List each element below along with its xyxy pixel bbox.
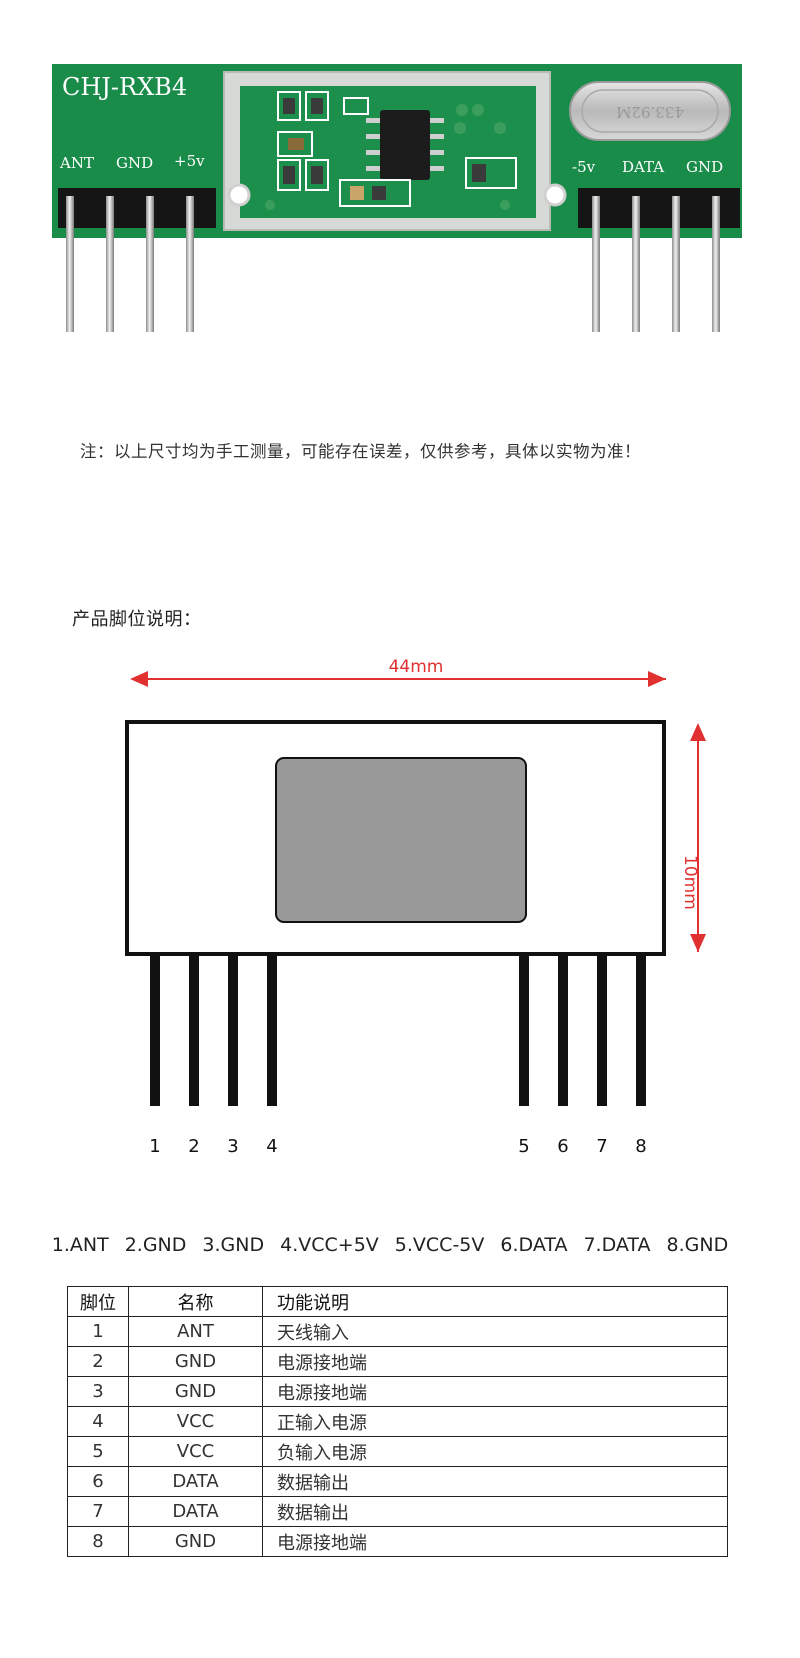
- pin-number-7: 7: [596, 1136, 608, 1157]
- right-pin-label-3: GND: [686, 158, 723, 176]
- pin-function-table: 脚位 名称 功能说明 1 ANT 天线输入 2 GND 电源接地端 3 GND …: [67, 1286, 728, 1557]
- pin-number-1: 1: [149, 1136, 161, 1157]
- table-row: 7 DATA 数据输出: [67, 1496, 728, 1527]
- pin-number-4: 4: [266, 1136, 278, 1157]
- pin-summary-item: 6.DATA: [500, 1234, 568, 1256]
- pin-summary-item: 8.GND: [666, 1234, 729, 1256]
- pcb-module-illustration: 433.92M CHJ-RXB4 ANT GND +5v -5v DATA GN…: [52, 64, 742, 332]
- cell-function: 电源接地端: [262, 1526, 728, 1557]
- pin-number-2: 2: [188, 1136, 200, 1157]
- cell-pin: 3: [67, 1376, 129, 1407]
- cell-name: GND: [128, 1526, 263, 1557]
- left-pin-label-1: ANT: [59, 154, 94, 172]
- header-pin: 脚位: [67, 1286, 129, 1317]
- left-pin-label-3: +5v: [174, 152, 205, 170]
- right-header: [578, 188, 740, 332]
- crystal-can-rim: [581, 89, 719, 133]
- cell-pin: 7: [67, 1496, 129, 1527]
- left-pin-label-2: GND: [116, 154, 153, 172]
- ic-chip-leads: [366, 118, 444, 171]
- cell-function: 电源接地端: [262, 1376, 728, 1407]
- cell-name: VCC: [128, 1406, 263, 1437]
- cell-function: 电源接地端: [262, 1346, 728, 1377]
- table-row: 4 VCC 正输入电源: [67, 1406, 728, 1437]
- cell-pin: 2: [67, 1346, 129, 1377]
- cell-pin: 8: [67, 1526, 129, 1557]
- model-label: CHJ-RXB4: [62, 73, 187, 101]
- cell-function: 数据输出: [262, 1466, 728, 1497]
- table-row: 5 VCC 负输入电源: [67, 1436, 728, 1467]
- table-row: 8 GND 电源接地端: [67, 1526, 728, 1557]
- table-row: 6 DATA 数据输出: [67, 1466, 728, 1497]
- pin-summary-item: 7.DATA: [583, 1234, 651, 1256]
- measurement-note: 注：以上尺寸均为手工测量，可能存在误差，仅供参考，具体以实物为准！: [80, 442, 641, 461]
- shield-outline: [275, 757, 527, 923]
- ic-chip: [380, 110, 430, 180]
- silkscreen-outlines: [277, 91, 517, 207]
- cell-pin: 4: [67, 1406, 129, 1437]
- header-function: 功能说明: [262, 1286, 728, 1317]
- solder-pads: [265, 104, 510, 210]
- cell-name: ANT: [128, 1316, 263, 1347]
- section-title: 产品脚位说明：: [72, 609, 202, 630]
- cell-function: 负输入电源: [262, 1436, 728, 1467]
- pin-number-5: 5: [518, 1136, 530, 1157]
- table-header-row: 脚位 名称 功能说明: [67, 1286, 728, 1317]
- cell-name: GND: [128, 1376, 263, 1407]
- cell-name: DATA: [128, 1496, 263, 1527]
- height-label: 10mm: [680, 855, 700, 910]
- right-pin-label-2: DATA: [622, 158, 664, 176]
- cell-name: VCC: [128, 1436, 263, 1467]
- cell-function: 数据输出: [262, 1496, 728, 1527]
- pin-summary: 1.ANT 2.GND 3.GND 4.VCC+5V 5.VCC-5V 6.DA…: [0, 1234, 780, 1256]
- table-row: 2 GND 电源接地端: [67, 1346, 728, 1377]
- left-header: [58, 188, 216, 332]
- pin-summary-item: 1.ANT: [51, 1234, 109, 1256]
- pin-summary-item: 2.GND: [124, 1234, 187, 1256]
- cell-function: 天线输入: [262, 1316, 728, 1347]
- crystal-can: [569, 81, 731, 141]
- cell-name: GND: [128, 1346, 263, 1377]
- cell-pin: 5: [67, 1436, 129, 1467]
- crystal-label: 433.92M: [616, 103, 684, 121]
- right-pin-label-1: -5v: [572, 158, 596, 176]
- pin-number-3: 3: [227, 1136, 239, 1157]
- cell-function: 正输入电源: [262, 1406, 728, 1437]
- table-row: 3 GND 电源接地端: [67, 1376, 728, 1407]
- pin-diagram: [125, 671, 706, 1106]
- pin-number-8: 8: [635, 1136, 647, 1157]
- cell-name: DATA: [128, 1466, 263, 1497]
- header-name: 名称: [128, 1286, 263, 1317]
- pin-summary-item: 3.GND: [202, 1234, 265, 1256]
- mount-hole-left: [227, 183, 251, 207]
- pin-summary-item: 4.VCC+5V: [280, 1234, 379, 1256]
- cell-pin: 1: [67, 1316, 129, 1347]
- smd-components: [283, 98, 486, 200]
- table-row: 1 ANT 天线输入: [67, 1316, 728, 1347]
- mount-hole-right: [543, 183, 567, 207]
- diagram-pins: [150, 956, 646, 1106]
- width-label: 44mm: [388, 657, 444, 677]
- pin-number-6: 6: [557, 1136, 569, 1157]
- pin-summary-item: 5.VCC-5V: [394, 1234, 485, 1256]
- cell-pin: 6: [67, 1466, 129, 1497]
